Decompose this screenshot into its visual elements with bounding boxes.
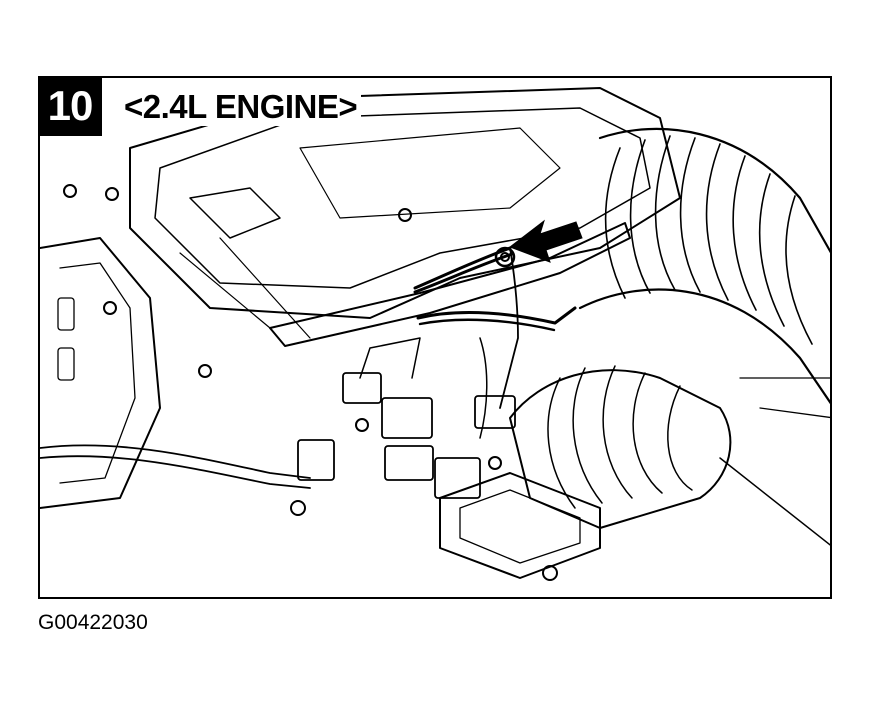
step-number-badge: 10 (38, 76, 102, 136)
engine-line-drawing (40, 87, 830, 581)
step-title: <2.4L ENGINE> (120, 88, 362, 126)
illustration-frame (38, 76, 832, 599)
figure-code: G00422030 (38, 611, 148, 634)
